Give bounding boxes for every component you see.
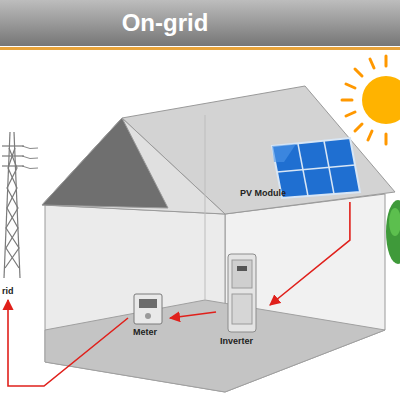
component-label: Meter	[133, 327, 157, 338]
title: On-grid	[0, 9, 330, 37]
meter: Meter	[128, 290, 170, 340]
component-label: Inverter	[220, 336, 253, 347]
grid-tower-icon	[2, 128, 32, 300]
sun	[342, 56, 400, 144]
grid-tower: rid	[2, 128, 32, 300]
power-wires	[22, 146, 38, 169]
power-flow-line	[8, 300, 128, 386]
power-flow-line	[170, 312, 216, 318]
power-flow-line	[270, 202, 350, 305]
pv-module: PV Module	[236, 132, 364, 202]
house	[42, 86, 395, 392]
inverter: Inverter	[216, 250, 270, 350]
inverter-icon	[216, 250, 270, 350]
tree	[386, 200, 400, 264]
component-label: rid	[2, 286, 14, 297]
component-label: PV Module	[240, 188, 286, 199]
accent-line	[0, 47, 400, 50]
